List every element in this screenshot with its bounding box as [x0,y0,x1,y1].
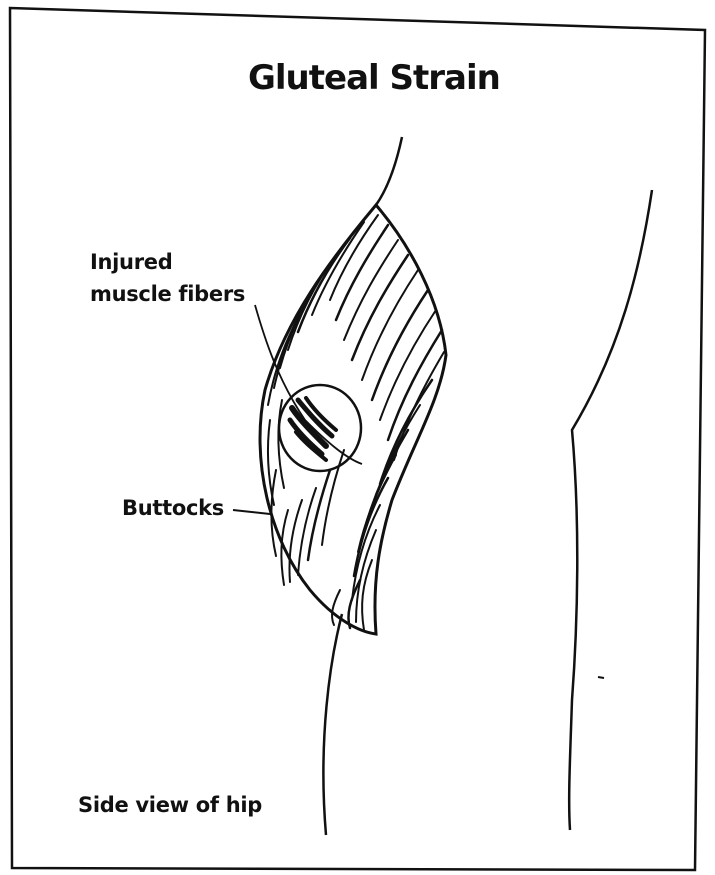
injured-fibers-label-line2: muscle fibers [90,282,245,306]
back-upper-outline [376,137,402,205]
back-thigh-outline [323,614,342,835]
view-caption: Side view of hip [78,793,262,817]
front-body-outline [569,190,652,830]
injured-fibers-label-line1: Injured [90,250,172,274]
buttocks-leader-line [233,510,270,514]
stray-mark [598,677,604,678]
page-border [10,8,705,870]
buttocks-label: Buttocks [122,496,224,520]
diagram-title: Gluteal Strain [248,58,500,98]
